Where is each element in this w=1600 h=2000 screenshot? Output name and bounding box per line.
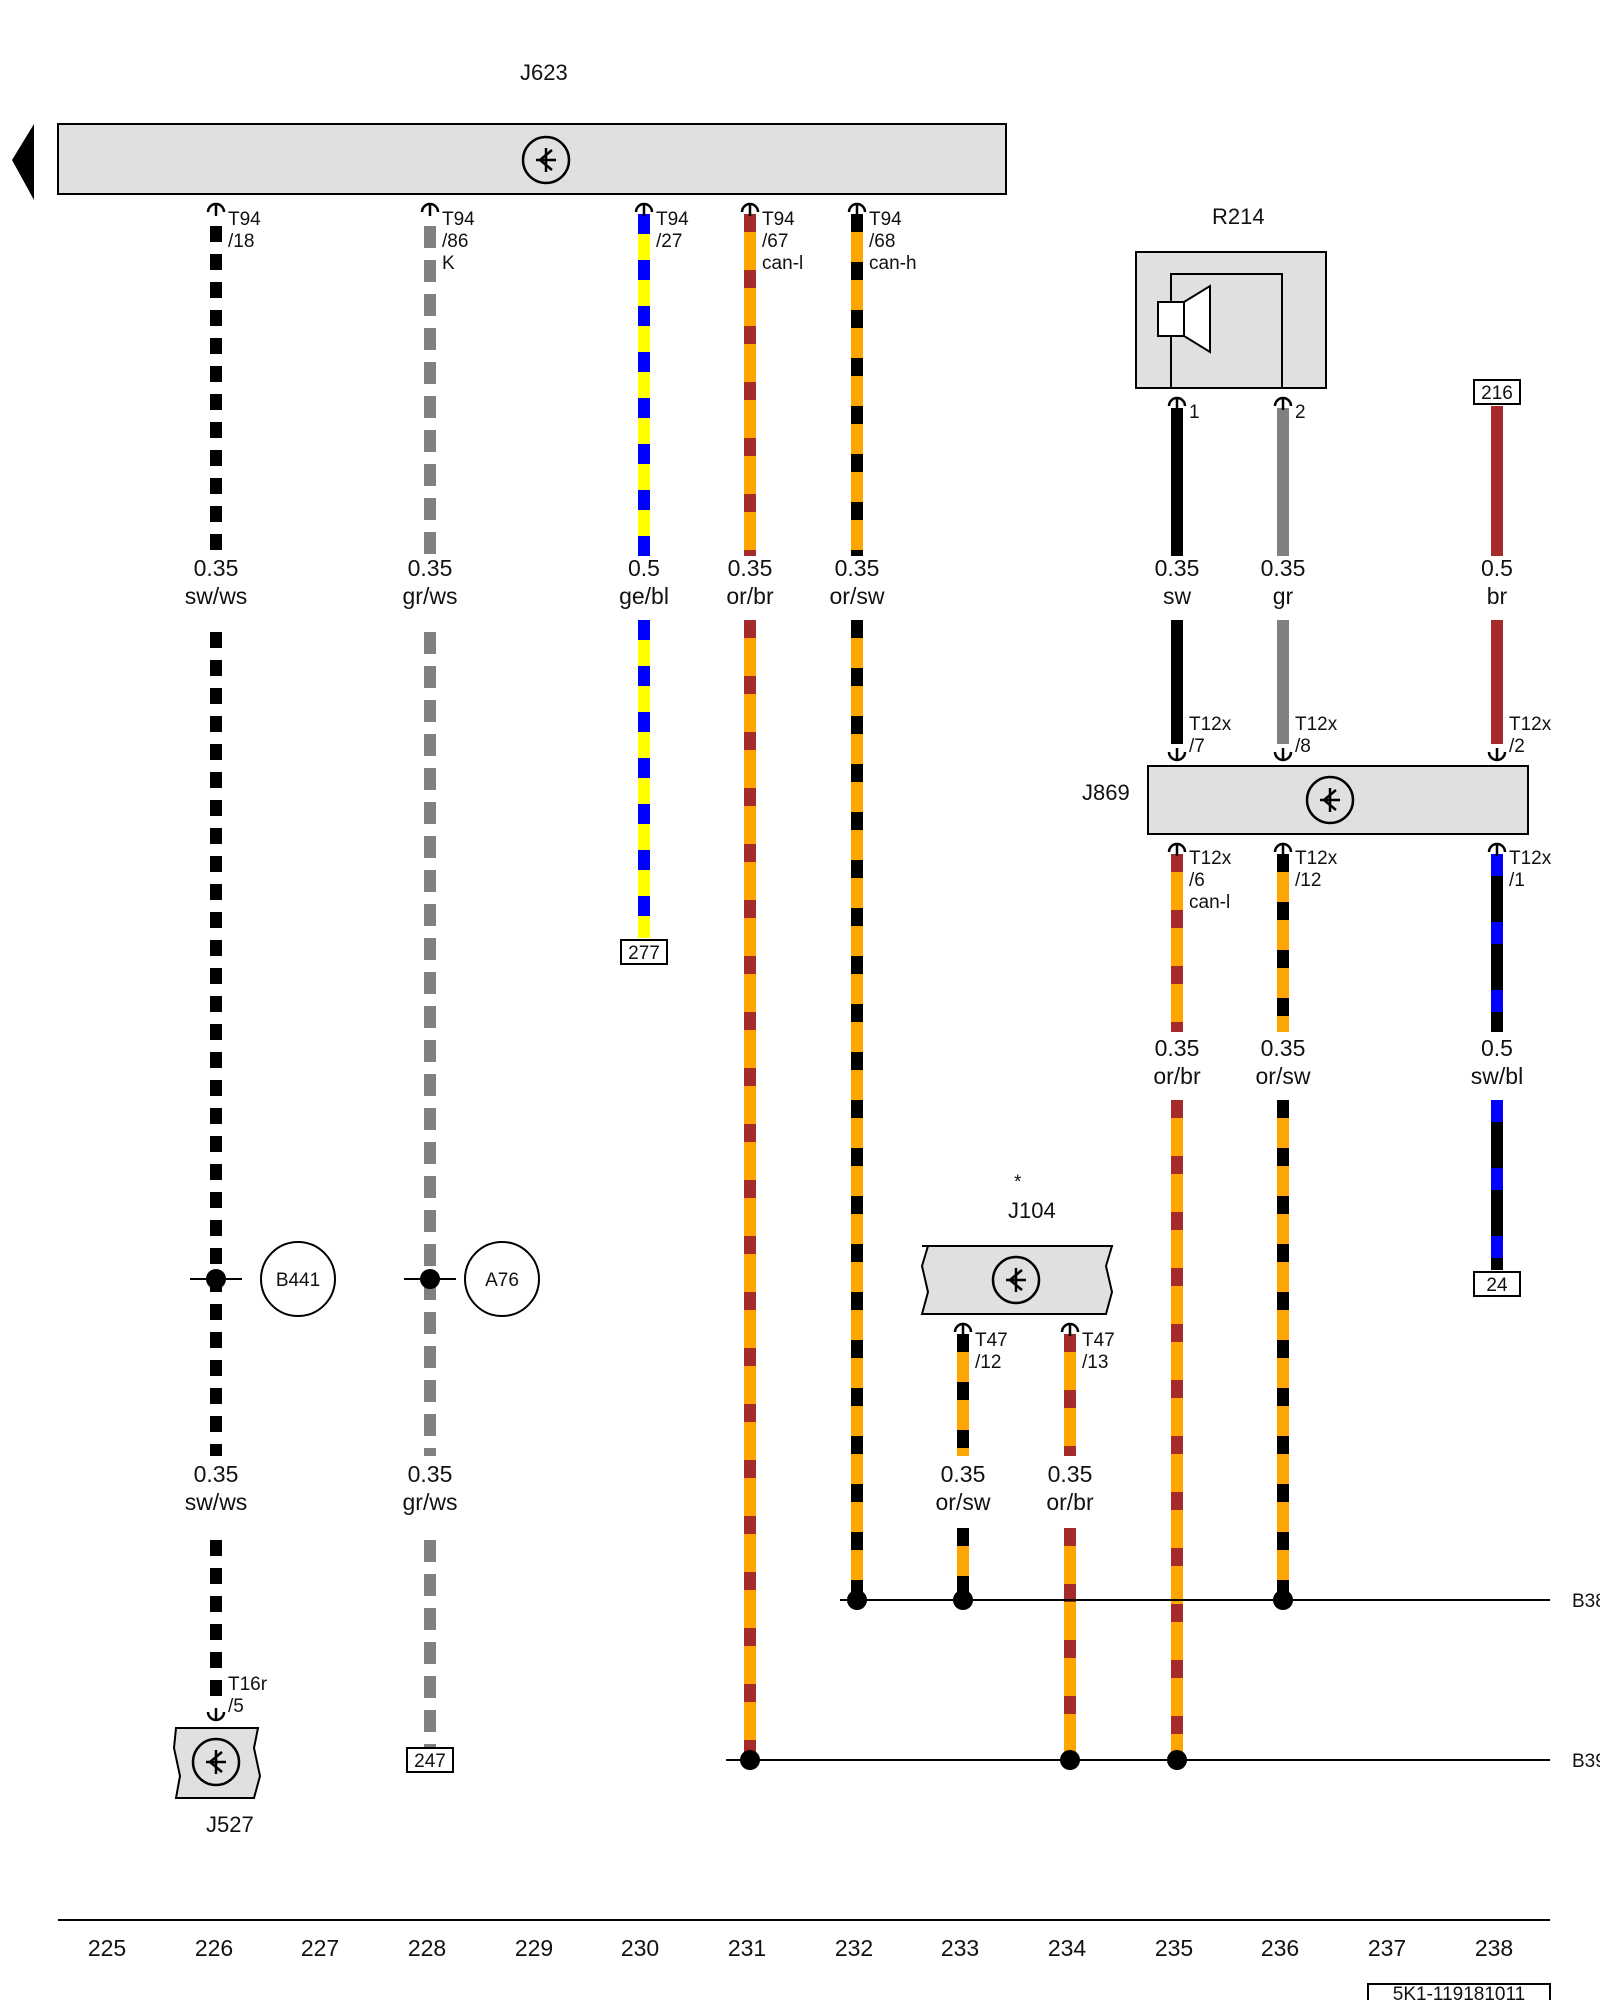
junction-dot (847, 1590, 867, 1610)
junction-dot (953, 1590, 973, 1610)
pin-label-j869-12: T12x /12 (1295, 848, 1343, 891)
j869-ground-symbol (1305, 775, 1355, 825)
pin-label-j869-2: T12x /2 (1509, 714, 1557, 757)
ref-box-24[interactable]: 24 (1473, 1271, 1521, 1297)
column-number: 227 (301, 1935, 339, 1961)
pin-label-j623-27: T94 /27 (656, 209, 694, 252)
column-number: 235 (1155, 1935, 1193, 1961)
svg-text:247: 247 (414, 1751, 446, 1772)
ref-box-216[interactable]: 216 (1473, 379, 1521, 405)
pin-label-j527-5: T16r /5 (228, 1674, 272, 1717)
column-number: 228 (408, 1935, 446, 1961)
page-continuation-arrow[interactable] (12, 124, 34, 200)
svg-text:B441: B441 (276, 1270, 320, 1291)
column-number: 236 (1261, 1935, 1299, 1961)
pin-label-r214-2: 2 (1295, 402, 1306, 423)
document-id: 5K1-119181011 (1367, 1983, 1551, 2000)
pin-label-j623-86: T94 /86 K (442, 209, 480, 274)
column-number: 237 (1368, 1935, 1406, 1961)
pin-label-j104-13: T47 /13 (1082, 1330, 1120, 1373)
svg-text:A76: A76 (485, 1270, 519, 1291)
j623-ground-symbol (521, 135, 571, 185)
svg-text:24: 24 (1486, 1275, 1508, 1296)
speaker-icon (1157, 273, 1283, 388)
pin-label-j104-12: T47 /12 (975, 1330, 1013, 1373)
j104-ground-symbol (991, 1255, 1041, 1305)
column-number: 238 (1475, 1935, 1513, 1961)
j527-label: J527 (206, 1812, 254, 1837)
column-number: 234 (1048, 1935, 1087, 1961)
junction-dot (1273, 1590, 1293, 1610)
svg-text:5K1-119181011: 5K1-119181011 (1393, 1984, 1525, 2000)
ref-box-277[interactable]: 277 (620, 939, 668, 965)
column-number: 229 (515, 1935, 553, 1961)
column-numbers: 225 226 227 228 229 230 231 232 233 234 … (88, 1935, 1513, 1961)
j869-label: J869 (1082, 780, 1130, 805)
j623-label: J623 (520, 60, 568, 85)
column-number: 230 (621, 1935, 659, 1961)
ref-box-247[interactable]: 247 (406, 1747, 454, 1773)
j623-box (57, 123, 1007, 195)
j527-ground-symbol (191, 1737, 241, 1787)
j104-label: J104 (1008, 1198, 1056, 1223)
junction-dot (1060, 1750, 1080, 1770)
junction-dot (1167, 1750, 1187, 1770)
r214-label: R214 (1212, 204, 1265, 229)
svg-text:277: 277 (628, 943, 660, 964)
pin-label-r214-1: 1 (1189, 402, 1200, 423)
bus-b39-label: B39 (1572, 1751, 1600, 1772)
pin-label-j623-67: T94 /67 can-l (762, 209, 803, 274)
pin-label-j869-6: T12x /6 can-l (1189, 848, 1237, 913)
pin-contacts (206, 202, 1507, 1722)
column-number: 232 (835, 1935, 873, 1961)
pin-label-j623-18: T94 /18 (228, 209, 266, 252)
junction-dot (740, 1750, 760, 1770)
pin-label-j869-1: T12x /1 (1509, 848, 1557, 891)
svg-text:216: 216 (1481, 383, 1513, 404)
pin-label-j623-68: T94 /68 can-h (869, 209, 917, 274)
bus-b38-label: B38 (1572, 1591, 1600, 1612)
column-number: 231 (728, 1935, 766, 1961)
column-number: 226 (195, 1935, 233, 1961)
connector-b441[interactable]: B441 (190, 1241, 336, 1317)
pin-label-j869-8: T12x /8 (1295, 714, 1343, 757)
column-number: 233 (941, 1935, 979, 1961)
j104-note: * (1014, 1172, 1022, 1193)
column-number: 225 (88, 1935, 126, 1961)
connector-a76[interactable]: A76 (404, 1241, 540, 1317)
pin-label-j869-7: T12x /7 (1189, 714, 1237, 757)
